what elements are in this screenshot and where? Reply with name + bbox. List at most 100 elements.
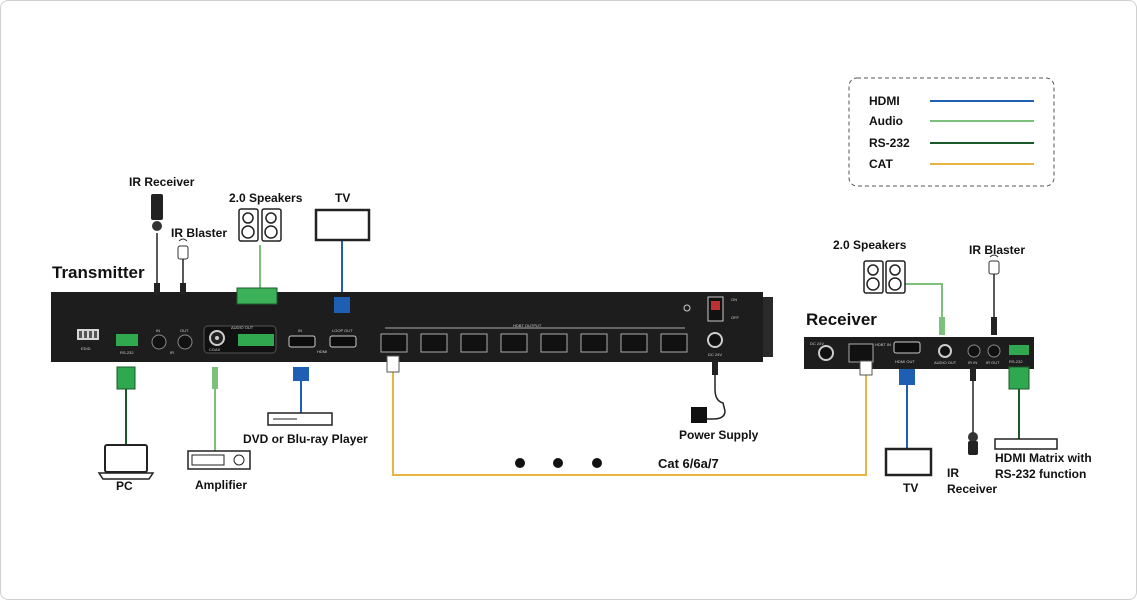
- rx-hdmi-matrix: HDMI Matrix with RS-232 function: [994, 438, 1092, 481]
- hdbt-port-4[interactable]: [500, 333, 528, 353]
- edid-switch[interactable]: [77, 329, 99, 340]
- tx-hdmi-in-label: IN: [298, 328, 302, 333]
- coax-label: COAX: [209, 347, 221, 352]
- power-on-label: ON: [731, 297, 737, 302]
- receiver-unit: DC 24V HDBT IN HDMI OUT AUDIO OUT IR IN …: [804, 337, 1034, 369]
- tx-tv: TV: [314, 191, 371, 242]
- tx-ir-receiver-label: IR Receiver: [129, 175, 195, 189]
- speaker-left-icon: [238, 208, 259, 242]
- tx-ir-out-label: OUT: [180, 328, 189, 333]
- tx-pc: PC: [97, 444, 155, 493]
- rx-rs232-label: RS-232: [1009, 359, 1023, 364]
- ellipsis-dot-1: [515, 458, 525, 468]
- hdbt-port-1[interactable]: [380, 333, 408, 353]
- hdbt-port-8[interactable]: [660, 333, 688, 353]
- audio-out-port[interactable]: [238, 334, 274, 346]
- tx-dc-port[interactable]: [707, 332, 723, 348]
- tx-ir-in-port[interactable]: [151, 334, 167, 350]
- legend-label-audio: Audio: [869, 114, 903, 128]
- tx-speaker-terminal-plug: [236, 287, 278, 305]
- rx-ir-receiver-icon: [968, 432, 978, 442]
- tx-hdmi-loop-out-port[interactable]: [329, 335, 357, 348]
- rx-ir-out-label: IR OUT: [986, 360, 1000, 365]
- tx-amplifier-label: Amplifier: [195, 478, 247, 492]
- tx-ir-blaster: IR Blaster: [171, 226, 227, 260]
- tx-hdmi-in-port[interactable]: [288, 335, 316, 348]
- edid-label: EDID: [81, 346, 91, 351]
- tx-ir-receiver: IR Receiver: [129, 175, 195, 231]
- ellipsis-dot-2: [553, 458, 563, 468]
- ground-screw-icon: [683, 304, 691, 312]
- tx-power-plug: [712, 361, 718, 375]
- tv-icon: [314, 208, 371, 242]
- rx-ir-blaster-label: IR Blaster: [969, 243, 1025, 257]
- tx-hdmi-label: HDMI: [317, 349, 327, 354]
- hdbt-port-3[interactable]: [460, 333, 488, 353]
- rx-tv-icon: [884, 447, 933, 477]
- legend-box: [848, 77, 1055, 187]
- ellipsis-dot-3: [592, 458, 602, 468]
- rx-speaker-right-icon: [885, 260, 906, 294]
- power-adapter-icon: [691, 407, 707, 423]
- tx-ir-in-label: IN: [156, 328, 160, 333]
- transmitter-title: Transmitter: [52, 263, 145, 282]
- rx-tv: TV: [884, 447, 933, 495]
- rx-speakers-label: 2.0 Speakers: [833, 238, 907, 252]
- tx-ir-blaster-plug: [180, 283, 186, 295]
- audio-out-label: AUDIO OUT: [231, 325, 254, 330]
- rx-ir-in-port[interactable]: [967, 344, 981, 358]
- rx-ir-receiver-plug: [970, 367, 976, 381]
- rx-ir-in-label: IR IN: [968, 360, 977, 365]
- tx-tv-label: TV: [335, 191, 350, 205]
- rx-ir-receiver-label-2: Receiver: [947, 482, 997, 496]
- power-off-label: OFF: [731, 315, 740, 320]
- laptop-icon: [104, 444, 148, 473]
- tx-player-label: DVD or Blu-ray Player: [243, 432, 368, 446]
- hdbt-port-7[interactable]: [620, 333, 648, 353]
- rx-audio-out-label: AUDIO OUT: [934, 360, 957, 365]
- rx-hdmi-plug: [899, 369, 915, 385]
- rx-dc-port[interactable]: [818, 345, 834, 361]
- cat-cable: [392, 369, 867, 476]
- hdbt-port-2[interactable]: [420, 333, 448, 353]
- legend: HDMI Audio RS-232 CAT: [848, 77, 1055, 187]
- tx-speakers: 2.0 Speakers: [229, 191, 303, 242]
- tx-dc-label: DC 24V: [708, 352, 722, 357]
- amplifier-icon: [187, 450, 251, 470]
- legend-label-hdmi: HDMI: [869, 94, 900, 108]
- tx-ir-out-port[interactable]: [177, 334, 193, 350]
- tx-player: DVD or Blu-ray Player: [243, 412, 368, 446]
- rx-speaker-left-icon: [863, 260, 884, 294]
- cat-annotation: Cat 6/6a/7: [515, 456, 719, 471]
- rx-ir-out-port[interactable]: [987, 344, 1001, 358]
- rx-rs232-port[interactable]: [1009, 345, 1029, 355]
- receiver-title: Receiver: [806, 310, 877, 329]
- power-cable: [705, 373, 726, 420]
- rx-matrix-label-1: HDMI Matrix with: [995, 451, 1092, 465]
- hdbt-port-6[interactable]: [580, 333, 608, 353]
- rx-matrix-label-2: RS-232 function: [995, 467, 1086, 481]
- tx-pc-label: PC: [116, 479, 133, 493]
- transmitter-unit: EDID RS-232 IN OUT IR COAX AUDIO OUT IN …: [51, 292, 773, 362]
- rx-ir-blaster-icon: [988, 260, 1000, 275]
- legend-label-cat: CAT: [869, 157, 893, 171]
- rx-hdbt-in-port[interactable]: [848, 343, 874, 363]
- rx-ir-blaster-plug: [991, 317, 997, 335]
- rx-audio-plug: [939, 317, 945, 335]
- rx-ir-blaster: IR Blaster: [969, 243, 1025, 275]
- tx-cat-plug: [386, 355, 400, 373]
- tx-loop-out-label: LOOP OUT: [332, 328, 353, 333]
- tx-power-supply-label: Power Supply: [679, 428, 759, 442]
- rx-audio-out-port[interactable]: [938, 344, 952, 358]
- hdbt-port-5[interactable]: [540, 333, 568, 353]
- tx-amp-audio-plug: [212, 367, 218, 389]
- hdbt-output-label: HDBT OUTPUT: [513, 323, 542, 328]
- rx-hdmi-out-port[interactable]: [893, 341, 921, 354]
- tx-rs232-port[interactable]: [116, 334, 138, 346]
- rx-tv-label: TV: [903, 481, 918, 495]
- tx-pc-terminal-plug: [116, 366, 136, 390]
- tx-hdmi-player-plug: [293, 367, 309, 381]
- rx-ir-receiver-label-1: IR: [947, 466, 959, 480]
